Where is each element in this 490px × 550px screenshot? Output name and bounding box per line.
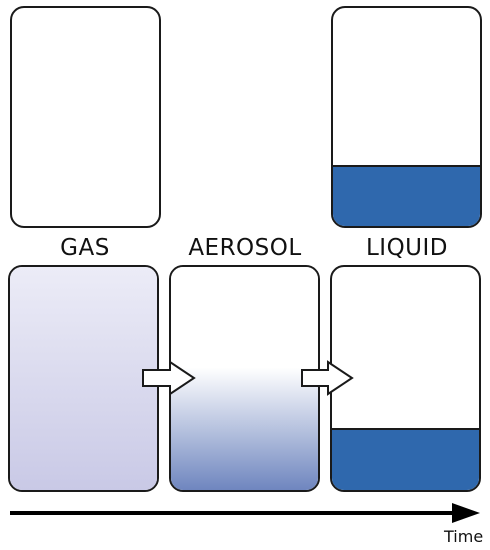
transition-arrow-2-icon [301,360,354,396]
time-axis-label: Time [444,527,484,546]
gas-fill [10,267,157,490]
aerosol-fill [171,267,318,490]
top-liquid-fill [333,165,480,226]
label-aerosol: AEROSOL [188,235,302,261]
bottom-liquid-fill [332,427,479,490]
bottom-liquid-container [330,265,481,492]
top-gas-container [10,6,161,228]
label-liquid: LIQUID [365,235,449,261]
top-liquid-container [331,6,482,228]
time-axis-arrowhead-icon [452,503,480,523]
transition-arrow-1-icon [142,360,196,396]
label-gas: GAS [60,235,110,261]
